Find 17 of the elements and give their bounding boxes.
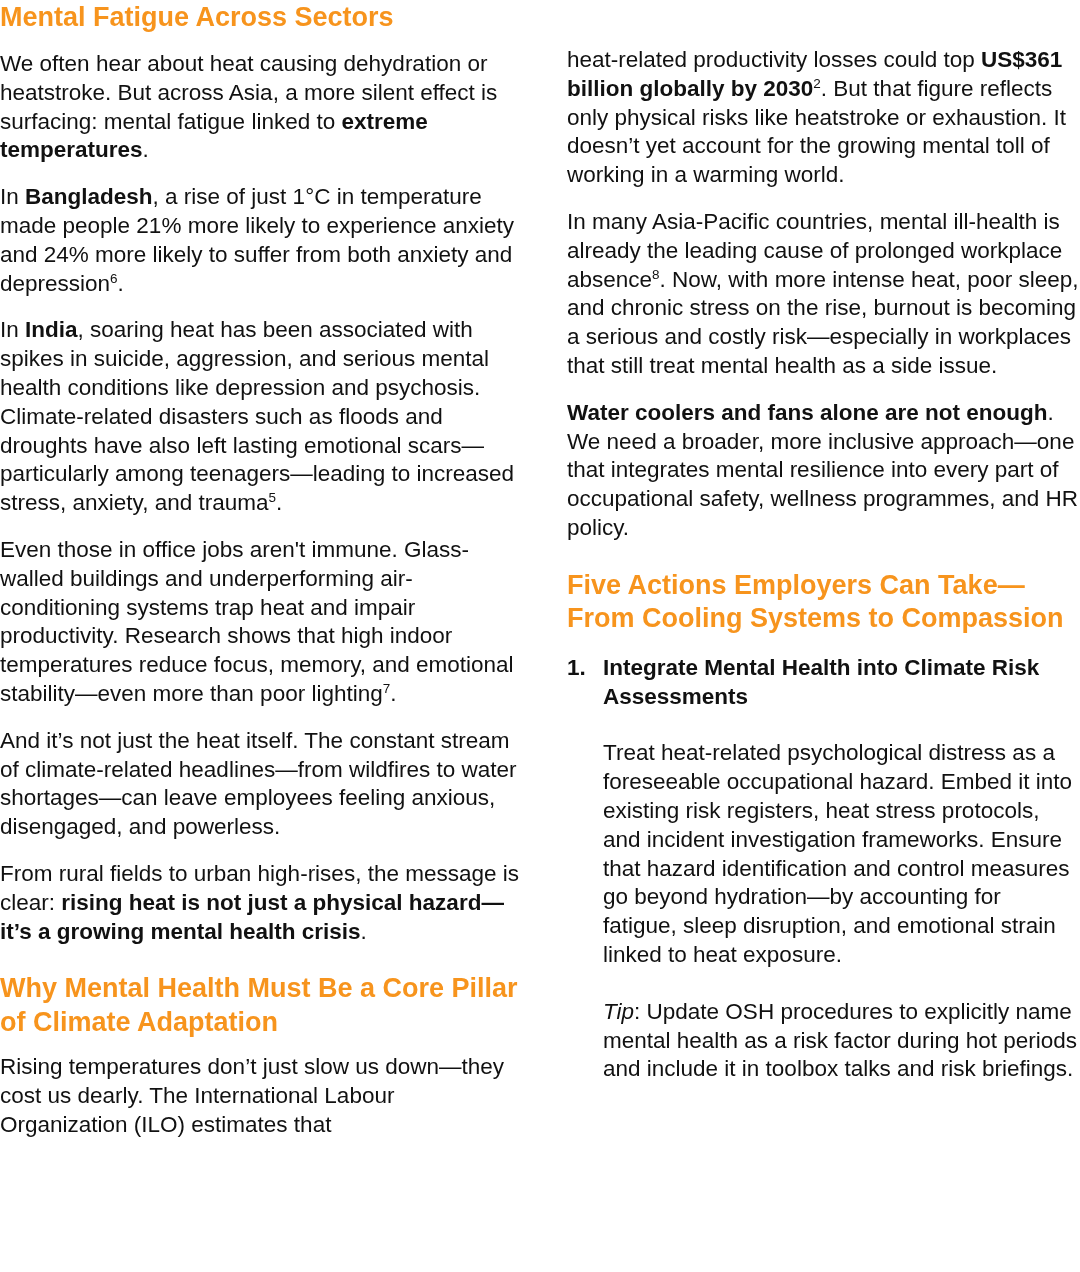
paragraph: Treat heat-related psychological distress as a foreseeable occupational hazard. Embed it into existing risk registers, heat stress protocols, and incident investigation frameworks. Ensure that hazard identification and control measures go beyond hydration—by accounting for fatigue, sleep disruption, and emotional strain linked to heat exposure.: [603, 739, 1074, 969]
paragraph: Water coolers and fans alone are not enough. We need a broader, more inclusive approach—one that integrates mental resilience into every part of occupational safety, wellness programmes, and HR policy.: [567, 398, 1080, 542]
paragraph: Tip: Update OSH procedures to explicitly name mental health as a risk factor during hot periods and include it in toolbox talks and risk briefings.: [603, 997, 1078, 1084]
paragraph: And it’s not just the heat itself. The constant stream of climate-related headlines—from wildfires to water shortages—can leave employees feeling anxious, disengaged, and powerless.: [0, 726, 518, 842]
paragraph: heat-related productivity losses could top US$361 billion globally by 2030$^{2}$. But that figure reflects only physical risks like heatstroke or exhaustion. It doesn’t yet account for the growing mental toll of working in a warming world.: [567, 46, 1067, 190]
paragraph: In Bangladesh, a rise of just 1°C in temperature made people 21% more likely to experience anxiety and 24% more likely to suffer from both anxiety and depression$^{6}$.: [0, 183, 516, 298]
paragraph: Rising temperatures don’t just slow us down—they cost us dearly. The International Labour Organization (ILO) estimates that: [0, 1053, 505, 1139]
paragraph: Even those in office jobs aren't immune. Glass-walled buildings and underperforming air-conditioning systems trap heat and impair productivity. Research shows that high indoor temperatures reduce focus, memory, and emotional stability—even more than poor lighting$^{7}$.: [0, 535, 515, 708]
page-title: Mental Fatigue Across Sectors: [0, 1, 395, 34]
list-item-heading: Integrate Mental Health into Climate Risk Assessments: [603, 653, 1041, 711]
paragraph: In many Asia-Pacific countries, mental ill-health is already the leading cause of prolonged workplace absence$^{8}$. Now, with more intense heat, poor sleep, and chronic stress on the rise, burnout is becoming a serious and costly risk—especially in workplaces that still treat mental health as a side issue.: [567, 208, 1080, 380]
paragraph: In India, soaring heat has been associated with spikes in suicide, aggression, and serious mental health conditions like depression and psychosis. Climate-related disasters such as floods and droughts have also left lasting emotional scars—particularly among teenagers—leading to increased stress, anxiety, and trauma$^{5}$.: [0, 316, 516, 518]
list-number: 1.: [567, 653, 587, 682]
section-heading: Five Actions Employers Can Take—From Cooling Systems to Compassion: [567, 568, 1065, 636]
paragraph: From rural fields to urban high-rises, the message is clear: rising heat is not just a physical hazard—it’s a growing mental health crisis.: [0, 859, 520, 946]
paragraph: We often hear about heat causing dehydration or heatstroke. But across Asia, a more silent effect is surfacing: mental fatigue linked to extreme temperatures.: [0, 50, 499, 165]
section-heading: Why Mental Health Must Be a Core Pillar of Climate Adaptation: [0, 972, 519, 1039]
